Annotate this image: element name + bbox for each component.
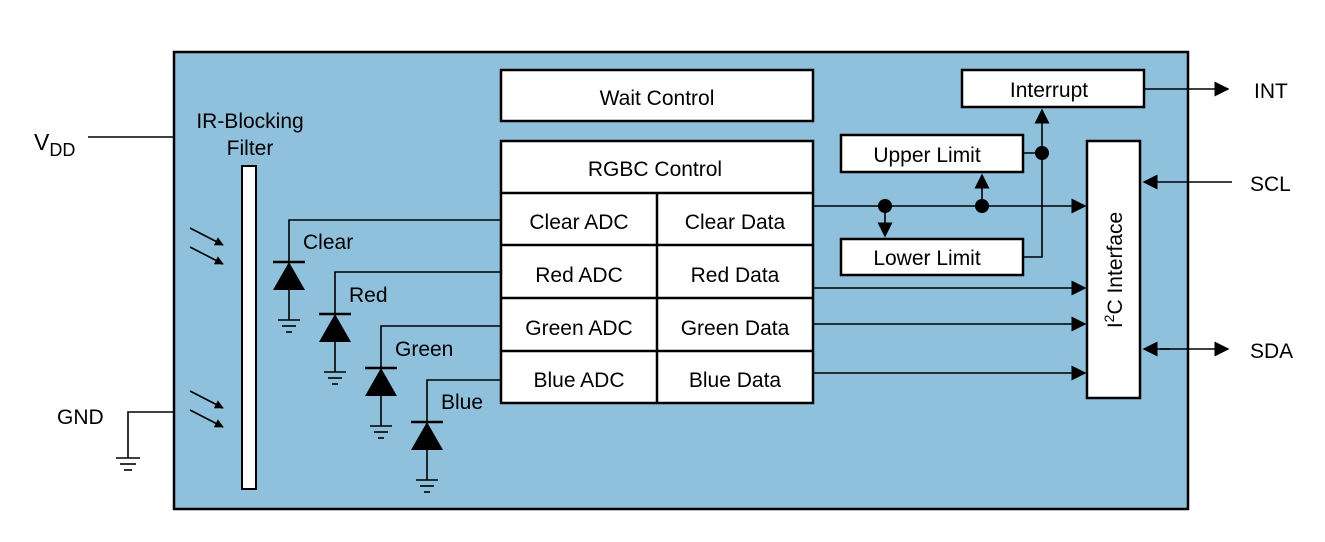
light-arrows-icon (189, 227, 224, 265)
wait-control-block (499, 68, 815, 123)
lower-limit-out (1023, 153, 1043, 258)
upper-limit-block (839, 133, 1025, 174)
lower-limit-block (839, 237, 1025, 277)
photodiode-label-blue: Blue (441, 391, 483, 414)
photodiode-blue-icon (411, 379, 501, 493)
i2c-interface-label: I2C Interface (1101, 212, 1127, 328)
lower-limit-label: Lower Limit (873, 247, 981, 270)
clear-adc-label: Clear ADC (529, 211, 628, 234)
gnd-pin-label: GND (57, 406, 104, 429)
wait-control-label: Wait Control (600, 87, 715, 110)
green-data-label: Green Data (681, 317, 790, 340)
photodiode-label-clear: Clear (303, 231, 353, 254)
sda-pin-label: SDA (1250, 340, 1293, 363)
scl-pin-label: SCL (1250, 173, 1291, 196)
channel-grid (501, 191, 813, 403)
filter-label-line2: Filter (227, 137, 274, 160)
green-adc-label: Green ADC (525, 317, 632, 340)
photodiode-red-icon (319, 271, 501, 385)
photodiode-green-icon (365, 325, 501, 439)
interrupt-label: Interrupt (1010, 79, 1088, 102)
gnd-wire (127, 411, 174, 458)
upper-limit-label: Upper Limit (873, 144, 981, 167)
red-data-label: Red Data (691, 264, 780, 287)
photodiode-clear-icon (273, 219, 501, 333)
clear-data-label: Clear Data (685, 211, 786, 234)
gnd-ground-icon (116, 457, 140, 471)
photodiode-label-red: Red (349, 284, 388, 307)
blue-data-label: Blue Data (689, 369, 782, 392)
vdd-pin-label: VDD (34, 129, 75, 160)
filter-label-line1: IR-Blocking (196, 110, 303, 133)
photodiode-label-green: Green (395, 338, 453, 361)
blue-adc-label: Blue ADC (533, 369, 624, 392)
int-pin-label: INT (1254, 80, 1288, 103)
light-arrows-icon (189, 390, 224, 428)
i2c-interface-block (1085, 139, 1142, 400)
ir-blocking-filter (241, 165, 257, 490)
rgbc-control-label: RGBC Control (588, 158, 722, 181)
red-adc-label: Red ADC (535, 264, 623, 287)
